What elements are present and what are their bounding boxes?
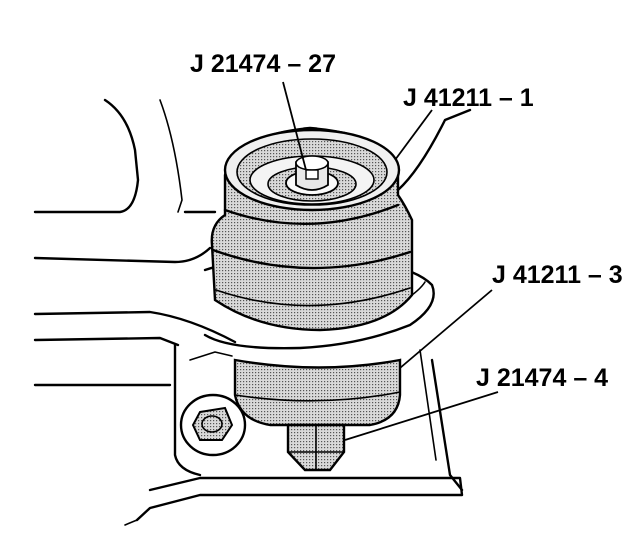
tool-body-j41211-1	[210, 126, 414, 332]
leader-mid-right	[399, 289, 493, 369]
leader-upper-right	[394, 109, 433, 161]
label-j41211-1: J 41211 – 1	[403, 84, 534, 112]
tool-stud-j21474-4	[286, 423, 346, 472]
leader-lines	[282, 81, 499, 441]
bolt-head	[179, 393, 247, 457]
label-j41211-3: J 41211 – 3	[492, 261, 623, 289]
leader-top	[282, 81, 307, 171]
label-j21474-4: J 21474 – 4	[476, 364, 608, 392]
label-j21474-27: J 21474 – 27	[190, 50, 336, 78]
leader-lower-right	[344, 391, 499, 441]
tool-adapter-j41211-3	[233, 358, 402, 427]
